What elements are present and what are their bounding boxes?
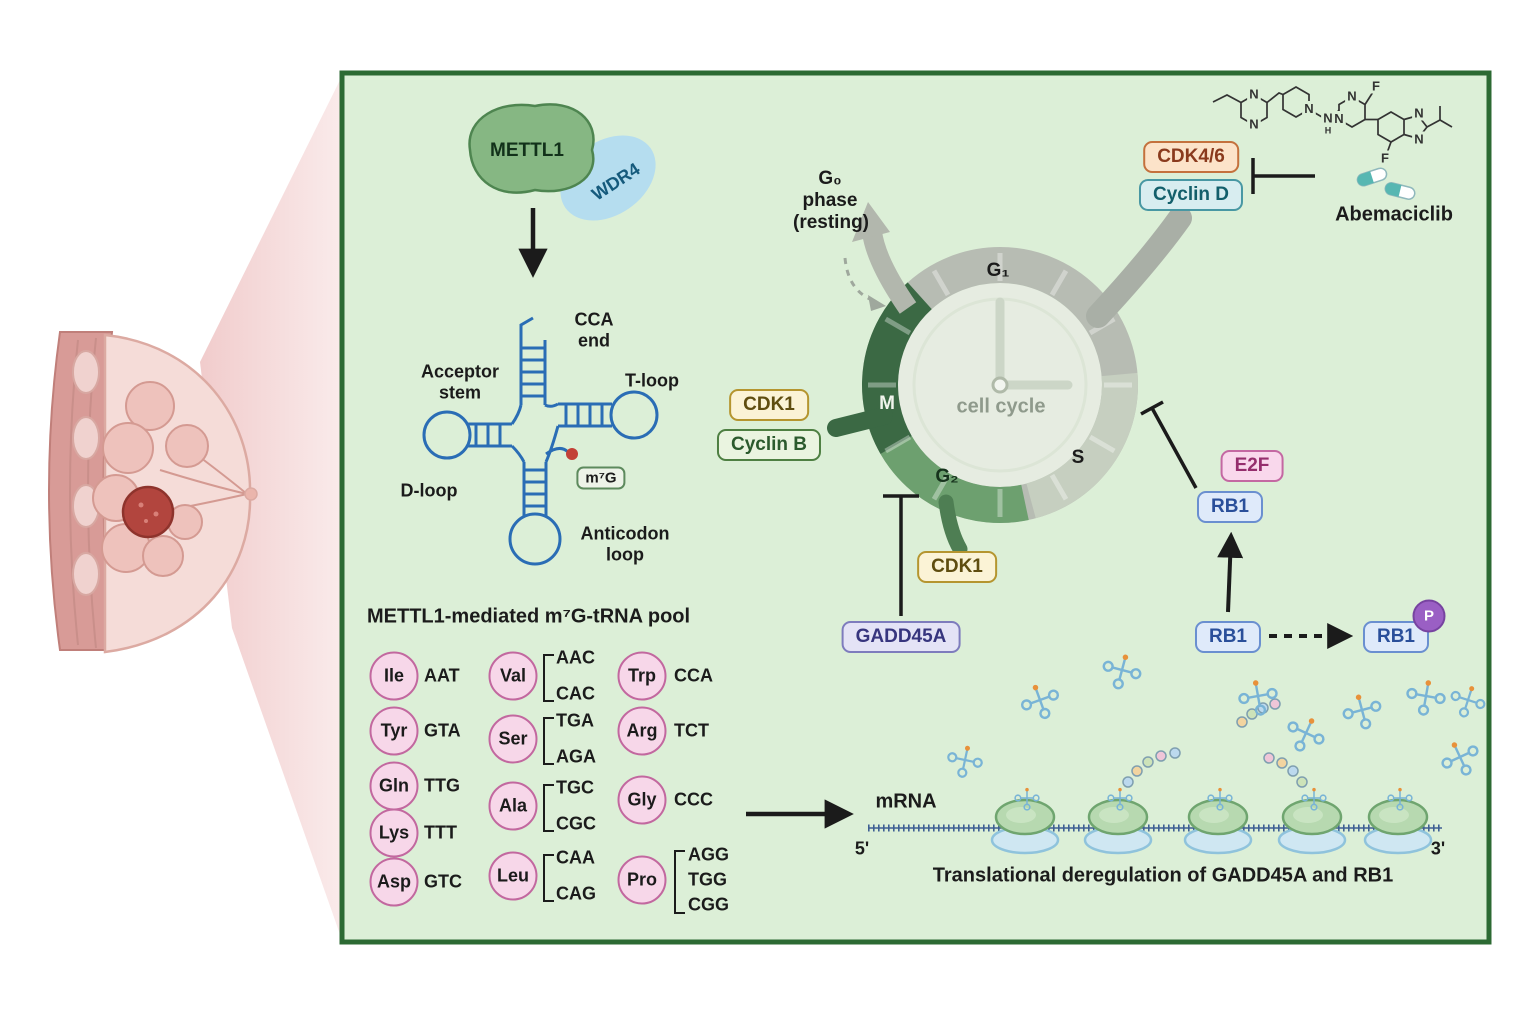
codon: TTG xyxy=(424,775,460,796)
g1-phase-label: G₁ xyxy=(986,260,1010,282)
acceptor-stem-label: Acceptor stem xyxy=(420,361,500,402)
aa-circle-pro: Pro xyxy=(617,855,667,905)
aa-circle-trp: Trp xyxy=(617,651,667,701)
arm-to-cyclinb xyxy=(827,407,893,437)
svg-text:N: N xyxy=(1304,101,1313,116)
codon: TGG xyxy=(688,869,727,890)
arm-g2-to-cdk1 xyxy=(938,494,968,557)
cyclind-box: Cyclin D xyxy=(1138,179,1244,211)
svg-text:N: N xyxy=(1347,88,1356,103)
g0-return-dashed-arrow xyxy=(843,257,873,302)
svg-text:N: N xyxy=(1414,131,1423,146)
translation-caption: Translational deregulation of GADD45A an… xyxy=(932,864,1394,887)
zoom-funnel xyxy=(200,76,342,940)
codon: AAC xyxy=(556,647,595,668)
codon: TGC xyxy=(556,777,594,798)
clock-hands xyxy=(995,297,1073,390)
codon: CCA xyxy=(674,665,713,686)
codon: TGA xyxy=(556,710,594,731)
svg-text:H: H xyxy=(1325,125,1332,135)
codon: CCC xyxy=(674,789,713,810)
codon: TTT xyxy=(424,822,457,843)
translation-scene xyxy=(868,648,1490,853)
cell-cycle-clock xyxy=(827,202,1192,557)
cell-cycle-label: cell cycle xyxy=(956,395,1046,418)
codon: AAT xyxy=(424,665,460,686)
svg-text:F: F xyxy=(1381,150,1389,165)
g0-exit-arrow xyxy=(862,230,917,314)
codon: AGG xyxy=(688,844,730,865)
codon-bracket xyxy=(674,850,685,914)
m-phase-label: M xyxy=(879,393,895,415)
codon: CGC xyxy=(556,813,596,834)
codon-bracket xyxy=(543,854,554,902)
pool-title: METTL1-mediated m⁷G-tRNA pool xyxy=(367,605,691,628)
tumor xyxy=(121,485,175,539)
three-prime-label: 3' xyxy=(1430,838,1446,859)
aa-circle-val: Val xyxy=(488,651,538,701)
rb1-box: RB1 xyxy=(1196,491,1264,523)
peptide-chain xyxy=(1263,752,1308,788)
g2-phase-label: G₂ xyxy=(935,466,959,488)
mrna-label: mRNA xyxy=(875,790,937,813)
svg-text:N: N xyxy=(1334,111,1343,126)
aa-circle-ile: Ile xyxy=(369,651,419,701)
cyclinb-box: Cyclin B xyxy=(716,429,822,461)
aa-circle-asp: Asp xyxy=(369,857,419,907)
t-loop-label: T-loop xyxy=(625,370,679,391)
codon-bracket xyxy=(543,717,554,765)
cdk1-cyclinb-box: CDK1 xyxy=(729,389,809,421)
codon: CGG xyxy=(688,894,730,915)
gadd45a-box: GADD45A xyxy=(841,621,961,653)
mettl1-label: METTL1 xyxy=(490,140,564,162)
aa-circle-lys: Lys xyxy=(369,808,419,858)
aa-circle-leu: Leu xyxy=(488,851,538,901)
mettl1-wdr4-complex xyxy=(468,103,656,221)
d-loop-label: D-loop xyxy=(400,480,458,501)
trna-cloverleaf xyxy=(422,316,659,566)
rb1-e2f-inhibit-line xyxy=(1150,407,1198,489)
codon: CAG xyxy=(556,883,596,904)
five-prime-label: 5' xyxy=(854,838,870,859)
cca-end-label: CCA end xyxy=(574,309,614,350)
svg-text:N: N xyxy=(1414,105,1423,120)
phospho-badge: P xyxy=(1412,599,1446,633)
rb1-up-arrow xyxy=(1217,531,1244,613)
m7g-site-dot xyxy=(566,448,578,460)
arm-to-cyclind xyxy=(1086,206,1192,328)
cdk1-g2-box: CDK1 xyxy=(917,551,997,583)
anticodon-loop-label: Anticodon loop xyxy=(580,523,670,564)
rb1-cyto-box: RB1 xyxy=(1194,621,1262,653)
mettl1-blob xyxy=(468,103,595,194)
codon: CAA xyxy=(556,847,595,868)
aa-circle-tyr: Tyr xyxy=(369,706,419,756)
codon: GTA xyxy=(424,720,461,741)
breast-illustration xyxy=(48,331,258,654)
aa-circle-ala: Ala xyxy=(488,781,538,831)
aa-circle-ser: Ser xyxy=(488,714,538,764)
g0-phase-label: G₀ phase (resting) xyxy=(793,168,869,233)
svg-text:F: F xyxy=(1372,78,1380,93)
aa-circle-gly: Gly xyxy=(617,775,667,825)
codon: CAC xyxy=(556,683,595,704)
regulation-lines xyxy=(746,158,1354,829)
e2f-box: E2F xyxy=(1220,450,1284,482)
abemaciclib-structure: N N N N H N N N N F F xyxy=(1212,75,1453,202)
codon-bracket xyxy=(543,784,554,832)
peptide-chain xyxy=(1122,747,1181,788)
codon-bracket xyxy=(543,654,554,702)
aa-circle-gln: Gln xyxy=(369,761,419,811)
cdk46-box: CDK4/6 xyxy=(1143,141,1239,173)
codon: TCT xyxy=(674,720,709,741)
s-phase-label: S xyxy=(1071,447,1085,469)
codon: AGA xyxy=(556,746,596,767)
svg-text:N: N xyxy=(1249,86,1258,101)
svg-text:N: N xyxy=(1249,116,1258,131)
m7g-badge: m⁷G xyxy=(576,466,626,490)
codon: GTC xyxy=(424,871,462,892)
svg-text:N: N xyxy=(1323,110,1332,125)
aa-circle-arg: Arg xyxy=(617,706,667,756)
abemaciclib-label: Abemaciclib xyxy=(1335,203,1453,226)
